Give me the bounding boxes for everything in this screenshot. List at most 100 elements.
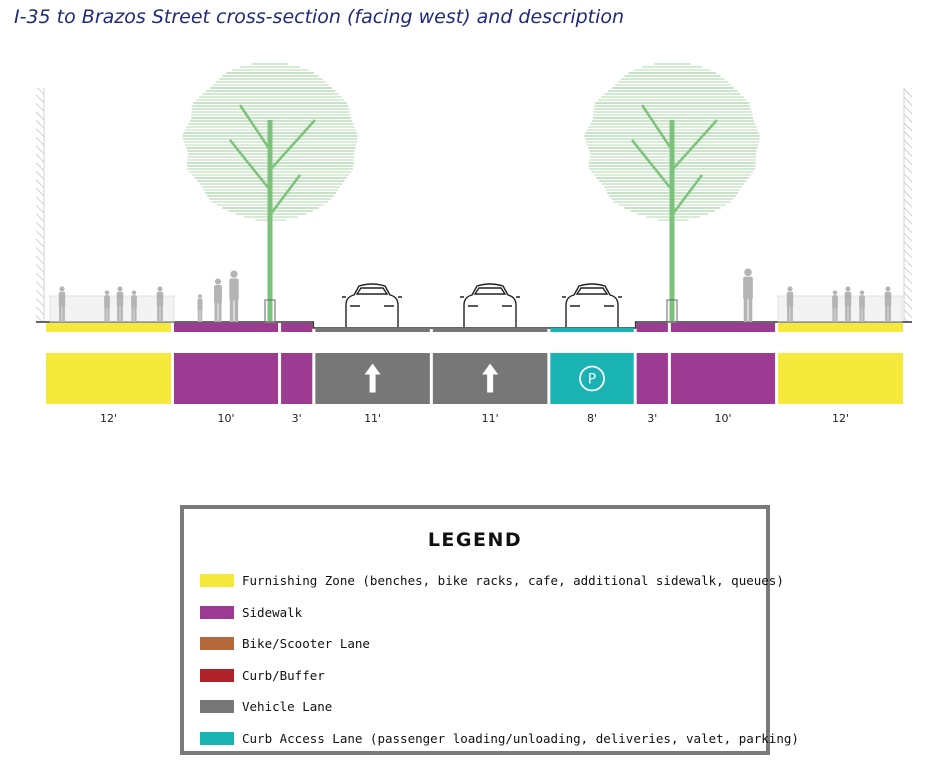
person-leg <box>743 298 748 322</box>
person-head <box>131 290 137 295</box>
legend-label: Sidewalk <box>242 604 303 620</box>
ground-strip-sidewalk <box>636 323 668 332</box>
person-head <box>845 286 851 292</box>
person-body <box>58 291 66 307</box>
person-leg <box>845 306 848 322</box>
legend-label: Curb/Buffer <box>242 667 325 683</box>
car-lane-2 <box>460 283 520 327</box>
tree-branches <box>229 104 316 216</box>
cafe-right <box>777 295 903 323</box>
person-leg <box>197 309 200 322</box>
person-head <box>157 286 163 292</box>
building-wall-left <box>36 88 44 322</box>
person-leg <box>134 307 137 322</box>
car-lane-1 <box>342 283 402 327</box>
person-leg <box>107 307 110 322</box>
segment-blocks: P <box>46 353 903 404</box>
cafe-person <box>832 290 838 322</box>
car-windshield <box>473 287 507 295</box>
cafe-person <box>844 286 852 322</box>
cafe-fence <box>777 295 903 323</box>
legend-list: Furnishing Zone (benches, bike racks, ca… <box>200 565 799 755</box>
person-leg <box>214 302 218 322</box>
legend-swatch-vehicle-lane <box>200 700 234 714</box>
ground-strips <box>46 323 903 332</box>
person-body <box>214 285 222 304</box>
cafe-person <box>116 286 124 322</box>
person-head <box>117 286 123 292</box>
car-access-lane <box>562 283 622 327</box>
person-leg <box>835 307 838 322</box>
segment-block-sidewalk <box>636 353 668 404</box>
dimension-labels: 12'10'3'11'11'8'3'10'12' <box>100 412 849 425</box>
person-leg <box>790 306 793 322</box>
person-leg <box>218 302 222 322</box>
legend-swatch-sidewalk <box>200 605 234 619</box>
person-head <box>59 286 65 292</box>
person-body <box>844 291 852 307</box>
tree-grate <box>666 299 678 323</box>
person-leg <box>62 306 65 322</box>
person-body <box>884 291 892 307</box>
segment-block-sidewalk <box>281 353 313 404</box>
cross-section-diagram: P 12'10'3'11'11'8'3'10'12' <box>36 63 912 425</box>
up-arrow-icon <box>482 363 499 393</box>
person-head <box>787 286 793 292</box>
tree-grate <box>264 299 276 323</box>
segment-block-sidewalk <box>173 353 279 404</box>
tree-branches <box>631 104 718 216</box>
legend-swatch-furnishing <box>200 574 234 588</box>
legend-item-curb-buffer: Curb/Buffer <box>200 660 756 692</box>
person-leg <box>888 306 891 322</box>
person-leg <box>832 307 835 322</box>
cafe-person <box>859 290 865 322</box>
ground-strip-access <box>550 328 634 332</box>
parking-icon <box>579 365 605 392</box>
cafe-person <box>58 286 66 322</box>
legend-label: Vehicle Lane <box>242 699 333 715</box>
car-windshield <box>355 287 389 295</box>
person-walking <box>214 278 222 322</box>
segment-block-furnishing <box>778 353 903 404</box>
person-body <box>116 291 124 307</box>
person-leg <box>104 307 107 322</box>
legend-swatch-curb-buffer <box>200 668 234 682</box>
person-leg <box>848 306 851 322</box>
dimension-label: 12' <box>100 412 117 425</box>
legend-swatch-bike-lane <box>200 637 234 651</box>
legend-item-bike-lane: Bike/Scooter Lane <box>200 628 756 660</box>
dimension-label: 11' <box>482 412 499 425</box>
legend-label: Furnishing Zone (benches, bike racks, ca… <box>242 573 784 589</box>
street-scene <box>36 63 912 329</box>
legend-swatch-curb-access-lane <box>200 731 234 745</box>
dimension-label: 3' <box>647 412 657 425</box>
legend-label: Bike/Scooter Lane <box>242 636 370 652</box>
segment-block-furnishing <box>46 353 171 404</box>
tree-left <box>182 63 358 323</box>
person-leg <box>229 299 234 322</box>
page-title: I-35 to Brazos Street cross-section (fac… <box>14 6 625 28</box>
person-body <box>156 291 164 307</box>
building-wall-right <box>904 88 912 322</box>
cafe-person <box>884 286 892 322</box>
segment-block-sidewalk <box>670 353 776 404</box>
tree-right <box>584 63 760 323</box>
person-head <box>859 290 865 295</box>
person-leg <box>885 306 888 322</box>
legend-label: Curb Access Lane (passenger loading/unlo… <box>242 730 799 746</box>
person-body <box>786 291 794 307</box>
person-leg <box>131 307 134 322</box>
person-head <box>744 268 752 277</box>
person-head <box>885 286 891 292</box>
person-child <box>197 294 203 322</box>
cafe-person <box>156 286 164 322</box>
person-head <box>214 278 222 285</box>
legend-item-curb-access-lane: Curb Access Lane (passenger loading/unlo… <box>200 723 799 755</box>
person-leg <box>120 306 123 322</box>
ground-strip-sidewalk <box>670 323 776 332</box>
person-head <box>230 270 238 278</box>
cafe-person <box>104 290 110 322</box>
legend-item-vehicle-lane: Vehicle Lane <box>200 691 756 723</box>
person-body <box>743 276 753 300</box>
ground-strip-furnishing <box>46 323 171 332</box>
